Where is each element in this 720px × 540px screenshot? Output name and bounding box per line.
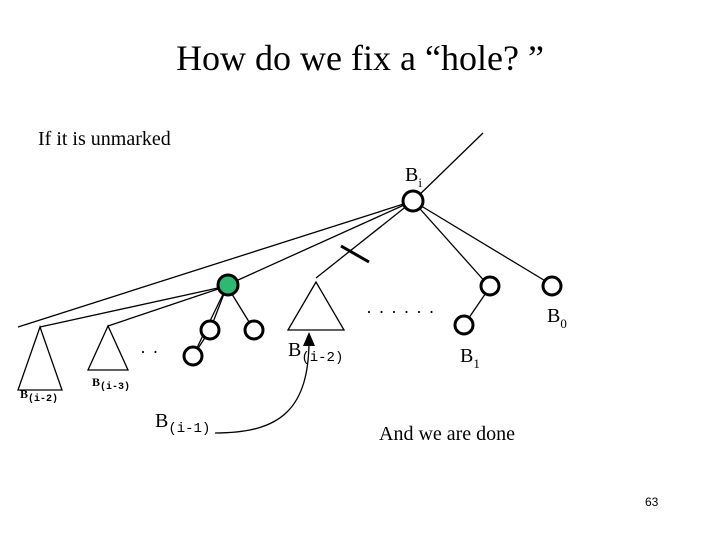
b1-lower-node: [453, 314, 475, 336]
b1-upper-node: [479, 275, 501, 297]
triangle-b-i-minus-2-mid: [286, 280, 346, 331]
root-node-b-i: [401, 189, 425, 213]
slide-title: How do we fix a “hole? ”: [176, 38, 544, 78]
label-root-b-i: Bi: [405, 164, 422, 190]
small-node-3: [243, 319, 265, 341]
hole-node: [216, 273, 240, 297]
label-b-i-minus-2-left: B(i-2): [20, 387, 59, 405]
label-b-i-minus-2-mid: B(i-2): [288, 339, 344, 366]
edge-root-to-left-tree: [17, 200, 414, 328]
small-node-1: [182, 345, 204, 367]
edge-root-to-hole: [226, 200, 414, 286]
edge-root-to-b1: [412, 200, 489, 286]
root-parent-edge: [412, 132, 484, 202]
edge-root-to-mid-tree: [315, 200, 414, 279]
small-node-2: [199, 319, 221, 341]
move-arrow-head: [303, 332, 315, 346]
edge-root-to-b0: [412, 200, 553, 286]
triangle-b-i-minus-2-left: [17, 325, 63, 391]
ellipsis-right: · · · · · ·: [366, 302, 436, 322]
label-b-i-minus-3: B(i-3): [92, 375, 131, 393]
label-b0: B0: [547, 305, 567, 331]
subtitle: If it is unmarked: [38, 128, 171, 150]
move-arrow-curve: [214, 335, 310, 434]
cut-mark: [340, 244, 370, 264]
page-number: 63: [645, 495, 659, 509]
edge-hole-to-b-i-minus-3: [107, 285, 228, 327]
ellipsis-left: · ·: [140, 342, 160, 362]
edge-hole-to-left-tree: [39, 285, 228, 328]
label-b-i-minus-1: B(i-1): [155, 410, 211, 437]
root-edges: [17, 132, 553, 328]
triangle-b-i-minus-3: [86, 324, 130, 371]
label-b1: B1: [460, 345, 480, 371]
b0-node: [541, 275, 563, 297]
conclusion-text: And we are done: [379, 423, 516, 445]
